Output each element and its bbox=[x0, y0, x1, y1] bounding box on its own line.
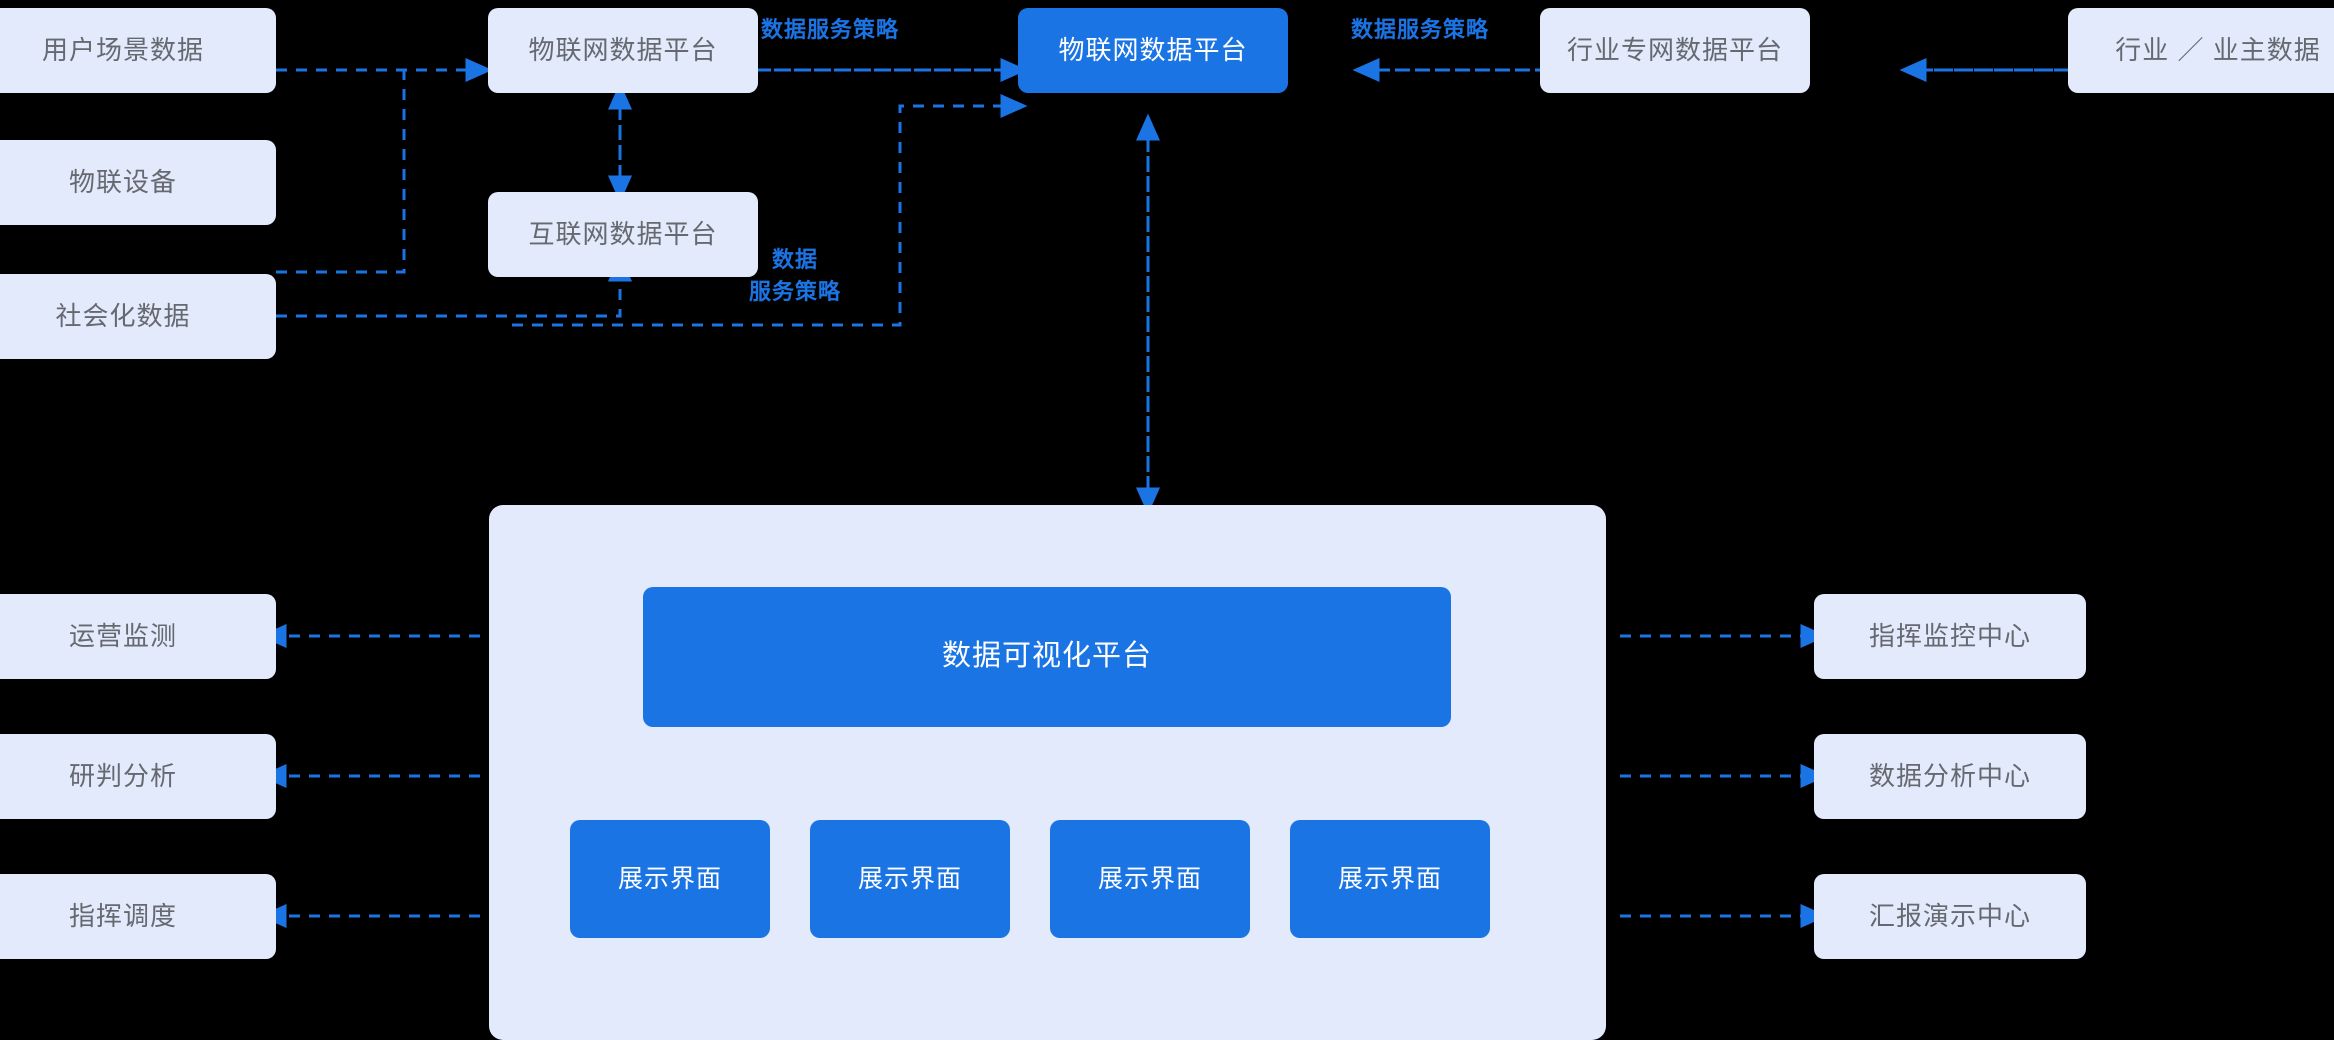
node-label: 运营监测 bbox=[68, 620, 177, 651]
node-label: 物联网数据平台 bbox=[1058, 34, 1248, 65]
node-label: 指挥调度 bbox=[68, 900, 177, 931]
node-label: 指挥监控中心 bbox=[1868, 620, 2031, 651]
node-command-dispatch[interactable]: 指挥调度 bbox=[0, 874, 276, 959]
node-label: 研判分析 bbox=[68, 760, 177, 791]
node-label: 物联设备 bbox=[68, 166, 177, 197]
node-data-visualization-platform[interactable]: 数据可视化平台 bbox=[643, 587, 1451, 727]
edge-social-data-to-internet-platform bbox=[276, 254, 632, 318]
edge-label-text: 数据服务策略 bbox=[760, 17, 899, 42]
node-iot-data-platform-left[interactable]: 物联网数据平台 bbox=[488, 8, 758, 93]
edge-label-text: 数据服务策略 bbox=[1350, 17, 1489, 42]
node-iot-device[interactable]: 物联设备 bbox=[0, 140, 276, 225]
edge-label-text-line2: 服务策略 bbox=[748, 278, 841, 304]
node-label: 数据可视化平台 bbox=[941, 640, 1152, 673]
node-label: 汇报演示中心 bbox=[1868, 900, 2031, 931]
node-command-monitoring-center[interactable]: 指挥监控中心 bbox=[1814, 594, 2086, 679]
edge-label-policy-left: 数据服务策略 bbox=[700, 14, 960, 46]
node-label: 社会化数据 bbox=[55, 300, 191, 331]
node-label: 用户场景数据 bbox=[41, 34, 204, 65]
node-analysis-judgement[interactable]: 研判分析 bbox=[0, 734, 276, 819]
node-report-presentation-center[interactable]: 汇报演示中心 bbox=[1814, 874, 2086, 959]
node-label: 展示界面 bbox=[1337, 864, 1442, 893]
visualization-panel bbox=[489, 505, 1606, 1040]
node-user-scene-data[interactable]: 用户场景数据 bbox=[0, 8, 276, 93]
node-industry-private-network-platform[interactable]: 行业专网数据平台 bbox=[1540, 8, 1810, 93]
node-display-ui-2[interactable]: 展示界面 bbox=[810, 820, 1010, 938]
node-industry-owner-data[interactable]: 行业 ／ 业主数据 bbox=[2068, 8, 2334, 93]
node-label: 物联网数据平台 bbox=[528, 34, 718, 65]
edge-label-policy-vertical: 数据 服务策略 bbox=[700, 244, 890, 308]
node-display-ui-4[interactable]: 展示界面 bbox=[1290, 820, 1490, 938]
edge-label-text-line1: 数据 bbox=[771, 247, 818, 272]
node-internet-data-platform[interactable]: 互联网数据平台 bbox=[488, 192, 758, 277]
node-display-ui-3[interactable]: 展示界面 bbox=[1050, 820, 1250, 938]
node-label: 展示界面 bbox=[1097, 864, 1202, 893]
edge-iot-device-to-iot-platform bbox=[276, 71, 406, 274]
node-label: 数据分析中心 bbox=[1868, 760, 2031, 791]
node-social-data[interactable]: 社会化数据 bbox=[0, 274, 276, 359]
node-iot-data-platform-center[interactable]: 物联网数据平台 bbox=[1018, 8, 1288, 93]
node-label: 展示界面 bbox=[857, 864, 962, 893]
node-label: 展示界面 bbox=[617, 864, 722, 893]
node-label: 行业专网数据平台 bbox=[1566, 34, 1783, 65]
node-label: 互联网数据平台 bbox=[528, 218, 718, 249]
edge-label-policy-right: 数据服务策略 bbox=[1290, 14, 1550, 46]
node-label: 行业 ／ 业主数据 bbox=[2115, 34, 2321, 65]
node-data-analysis-center[interactable]: 数据分析中心 bbox=[1814, 734, 2086, 819]
node-operation-monitoring[interactable]: 运营监测 bbox=[0, 594, 276, 679]
node-display-ui-1[interactable]: 展示界面 bbox=[570, 820, 770, 938]
